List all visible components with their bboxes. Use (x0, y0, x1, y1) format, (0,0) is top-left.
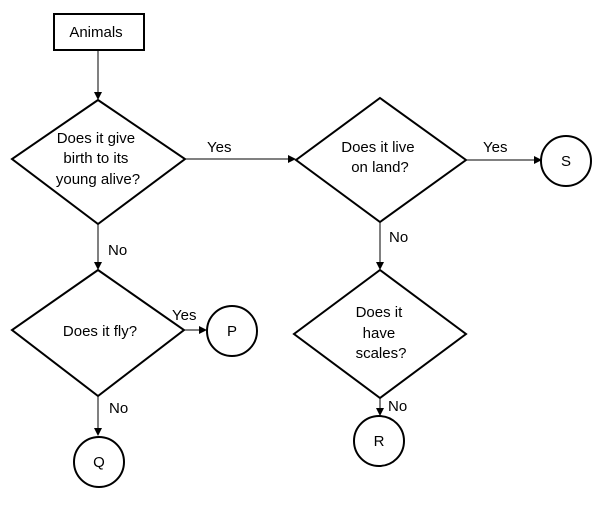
decision-line: have (363, 325, 396, 342)
terminal-s: S (540, 135, 592, 187)
decision-scales: Does it have scales? (292, 268, 468, 400)
decision-line: Does it (356, 304, 404, 321)
decision-line: young alive? (56, 171, 140, 188)
decision-text: Does it live on land? (341, 139, 419, 176)
edge-label-scales-no: No (388, 398, 407, 415)
decision-diamond (10, 98, 187, 226)
decision-line: scales? (356, 345, 407, 362)
edge-label-birth-yes: Yes (207, 139, 231, 156)
decision-line: Does it live (341, 139, 414, 156)
arrowhead (94, 428, 102, 436)
edge-label-land-no: No (389, 229, 408, 246)
decision-diamond (294, 96, 468, 224)
decision-land: Does it live on land? (294, 96, 468, 224)
terminal-label: Q (93, 454, 105, 471)
terminal-label: R (374, 433, 385, 450)
edge-label-birth-no: No (108, 242, 127, 259)
terminal-circle (206, 305, 258, 357)
arrowhead (199, 326, 207, 334)
terminal-circle (73, 436, 125, 488)
decision-line: birth to its (63, 150, 128, 167)
decision-diamond (292, 268, 468, 400)
edge-label-fly-no: No (109, 400, 128, 417)
terminal-label: S (561, 153, 571, 170)
terminal-r: R (353, 415, 405, 467)
start-node: Animals (53, 13, 145, 51)
arrowhead (376, 408, 384, 416)
edge-label-land-yes: Yes (483, 139, 507, 156)
terminal-p: P (206, 305, 258, 357)
terminal-circle (353, 415, 405, 467)
connectors (94, 50, 542, 436)
arrowhead (376, 262, 384, 270)
decision-text: Does it give birth to its young alive? (56, 130, 140, 188)
decision-diamond (10, 268, 186, 398)
arrowhead (94, 262, 102, 270)
decision-line: on land? (351, 159, 409, 176)
decision-line: Does it give (57, 130, 135, 147)
arrowhead (94, 92, 102, 100)
terminal-q: Q (73, 436, 125, 488)
decision-birth: Does it give birth to its young alive? (10, 98, 187, 226)
terminal-label: P (227, 323, 237, 340)
edge-label-fly-yes: Yes (172, 307, 196, 324)
decision-text: Does it fly? (63, 323, 137, 340)
decision-text: Does it have scales? (356, 304, 407, 362)
arrowhead (534, 156, 542, 164)
terminal-circle (540, 135, 592, 187)
arrowhead (288, 155, 296, 163)
decision-fly: Does it fly? (10, 268, 186, 398)
start-box (53, 13, 145, 51)
start-label: Animals (69, 24, 122, 41)
